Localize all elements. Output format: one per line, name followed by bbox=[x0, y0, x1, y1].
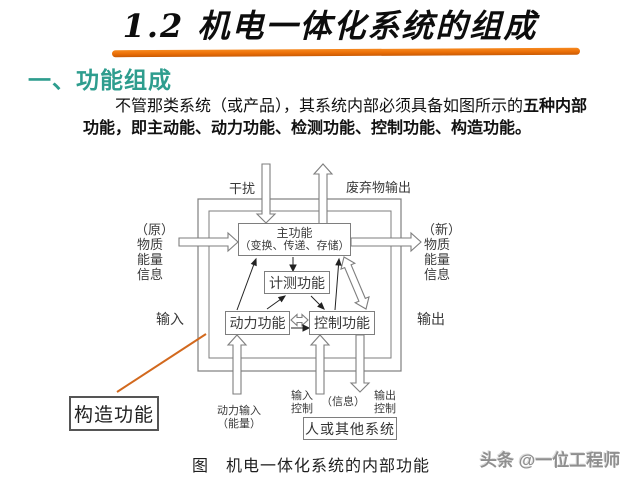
result-line-1: （新） bbox=[422, 222, 462, 237]
output-control-arrow bbox=[349, 334, 371, 393]
input-control-label: 输入 控制 bbox=[288, 390, 316, 416]
interference-label: 干扰 bbox=[229, 181, 256, 196]
control-function-box: 控制功能 bbox=[309, 311, 375, 335]
input-control-line-2: 控制 bbox=[291, 403, 313, 415]
power-control-double-arrow bbox=[290, 313, 309, 327]
source-line-1: （原） bbox=[135, 222, 175, 237]
human-system-box: 人或其他系统 bbox=[303, 417, 397, 440]
result-line-4: 信息 bbox=[423, 267, 450, 282]
result-line-2: 物质 bbox=[423, 237, 450, 252]
waste-output-label: 废弃物输出 bbox=[346, 180, 412, 195]
section-heading: 一、功能组成 bbox=[28, 67, 172, 93]
power-to-control-arrow bbox=[302, 324, 311, 332]
source-line-2: 物质 bbox=[136, 237, 163, 252]
source-label-stack: （原） 物质 能量 信息 bbox=[135, 222, 175, 282]
power-to-measure-arrow bbox=[277, 295, 287, 303]
interference-arrow bbox=[255, 163, 277, 224]
power-input-line-2: （能量） bbox=[217, 418, 261, 430]
power-function-box: 动力功能 bbox=[225, 311, 290, 335]
main-control-double-arrow bbox=[340, 256, 370, 310]
outer-frame bbox=[197, 198, 402, 372]
source-line-4: 信息 bbox=[136, 267, 163, 282]
input-control-arrow bbox=[309, 334, 331, 395]
measure-function-box: 计测功能 bbox=[264, 271, 330, 294]
paragraph-bold-text: 五种内部功能，即主动能、动力功能、检测功能、控制功能、构造功能。 bbox=[83, 98, 588, 137]
main-function-box: 主功能 （变换、传递、存储） bbox=[238, 223, 351, 256]
control-function-label: 控制功能 bbox=[314, 315, 370, 331]
control-to-main-arrow bbox=[335, 257, 342, 266]
output-control-line-2: 控制 bbox=[374, 403, 396, 415]
input-arrow bbox=[178, 231, 239, 253]
inner-frame bbox=[208, 210, 392, 359]
power-input-label: 动力输入 （能量） bbox=[212, 405, 266, 431]
structure-function-box: 构造功能 bbox=[69, 396, 159, 431]
output-arrow bbox=[350, 231, 422, 253]
structure-callout-line bbox=[116, 333, 207, 393]
main-function-sublabel: （变换、传递、存储） bbox=[239, 240, 350, 252]
power-function-label: 动力功能 bbox=[229, 315, 286, 331]
power-to-main-arrow bbox=[250, 257, 257, 267]
result-line-3: 能量 bbox=[423, 252, 450, 267]
main-to-measure-arrow bbox=[289, 264, 297, 273]
power-input-line-1: 动力输入 bbox=[217, 405, 261, 417]
structure-function-label: 构造功能 bbox=[73, 405, 154, 426]
output-label: 输出 bbox=[417, 311, 445, 327]
result-label-stack: （新） 物质 能量 信息 bbox=[422, 222, 462, 282]
watermark: 头条 @一位工程师 bbox=[480, 451, 621, 470]
info-label: （信息） bbox=[321, 396, 365, 408]
waste-output-arrow bbox=[312, 163, 334, 227]
body-paragraph: 不管那类系统（或产品），其系统内部必须具备如图所示的五种内部功能，即主动能、动力… bbox=[83, 96, 593, 140]
source-line-3: 能量 bbox=[136, 252, 163, 267]
output-control-label: 输出 控制 bbox=[371, 390, 399, 416]
human-system-label: 人或其他系统 bbox=[305, 420, 395, 437]
main-function-label: 主功能 bbox=[276, 226, 313, 240]
input-label: 输入 bbox=[156, 311, 184, 327]
power-input-arrow bbox=[226, 334, 248, 395]
figure-caption: 图 机电一体化系统的内部功能 bbox=[191, 458, 430, 475]
measure-to-control-arrow bbox=[317, 302, 325, 310]
slide-title: 1.2 机电一体化系统的组成 bbox=[122, 7, 538, 45]
measure-function-label: 计测功能 bbox=[269, 274, 325, 291]
output-control-line-1: 输出 bbox=[374, 390, 396, 402]
paragraph-normal-text: 不管那类系统（或产品），其系统内部必须具备如图所示的 bbox=[115, 98, 524, 115]
input-control-line-1: 输入 bbox=[291, 390, 313, 402]
